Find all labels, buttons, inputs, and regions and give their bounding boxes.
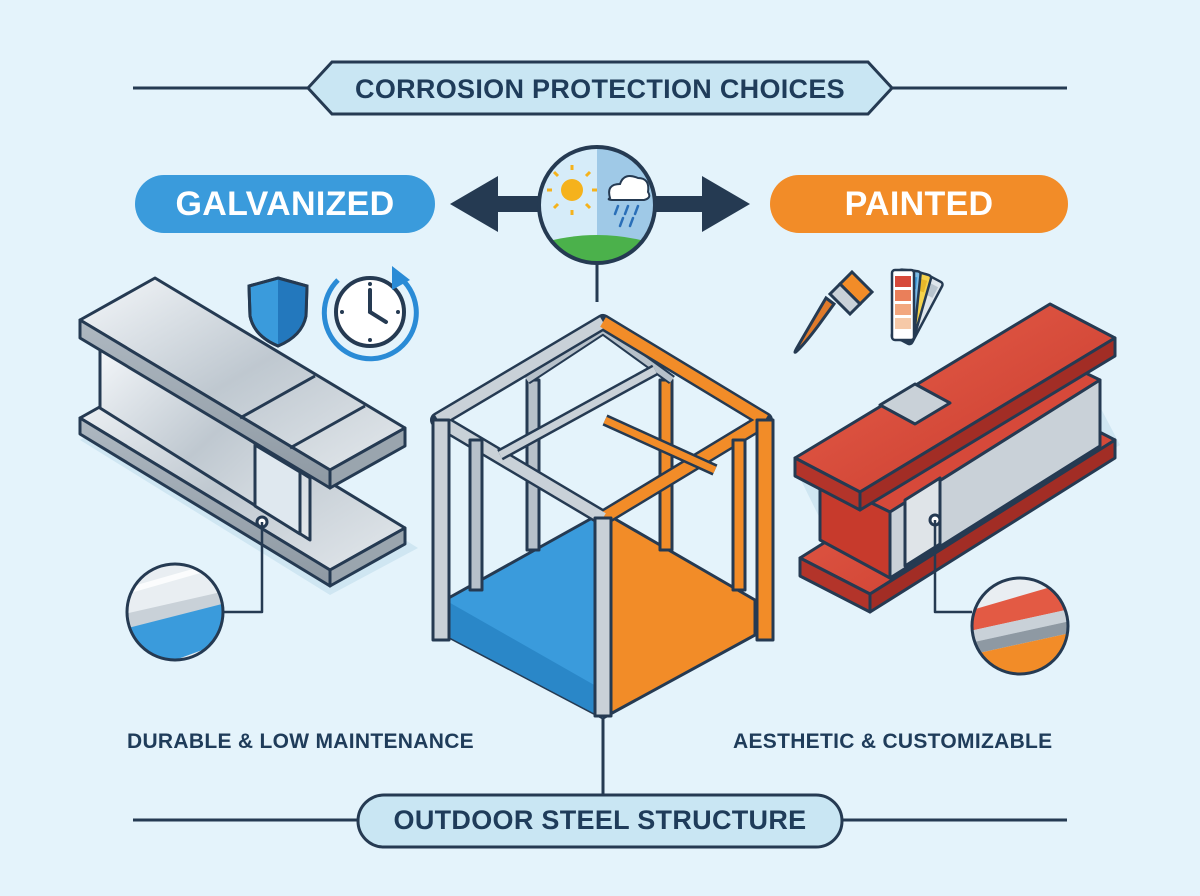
galvanized-beam	[78, 276, 418, 614]
shield-icon	[247, 276, 309, 348]
footer-banner	[133, 793, 1067, 849]
painted-pill	[770, 175, 1068, 233]
footer-label: OUTDOOR STEEL STRUCTURE	[393, 805, 807, 835]
painted-caption: AESTHETIC & CUSTOMIZABLE	[733, 730, 1053, 753]
galvanized-pill	[135, 175, 435, 233]
clock-rotate-icon	[321, 266, 419, 362]
galvanized-caption: DURABLE & LOW MAINTENANCE	[127, 730, 474, 753]
painted-beam	[793, 302, 1120, 614]
weather-icon	[537, 145, 657, 302]
title-banner	[133, 60, 1067, 116]
color-swatch-icon	[890, 268, 944, 346]
painted-label: PAINTED	[844, 185, 994, 223]
galvanized-label: GALVANIZED	[175, 185, 395, 223]
painted-detail-lens	[970, 576, 1070, 676]
diagram-title: CORROSION PROTECTION CHOICES	[355, 74, 845, 104]
galvanized-detail-lens	[125, 562, 225, 662]
steel-frame-structure	[430, 314, 775, 795]
paintbrush-icon	[793, 269, 875, 354]
